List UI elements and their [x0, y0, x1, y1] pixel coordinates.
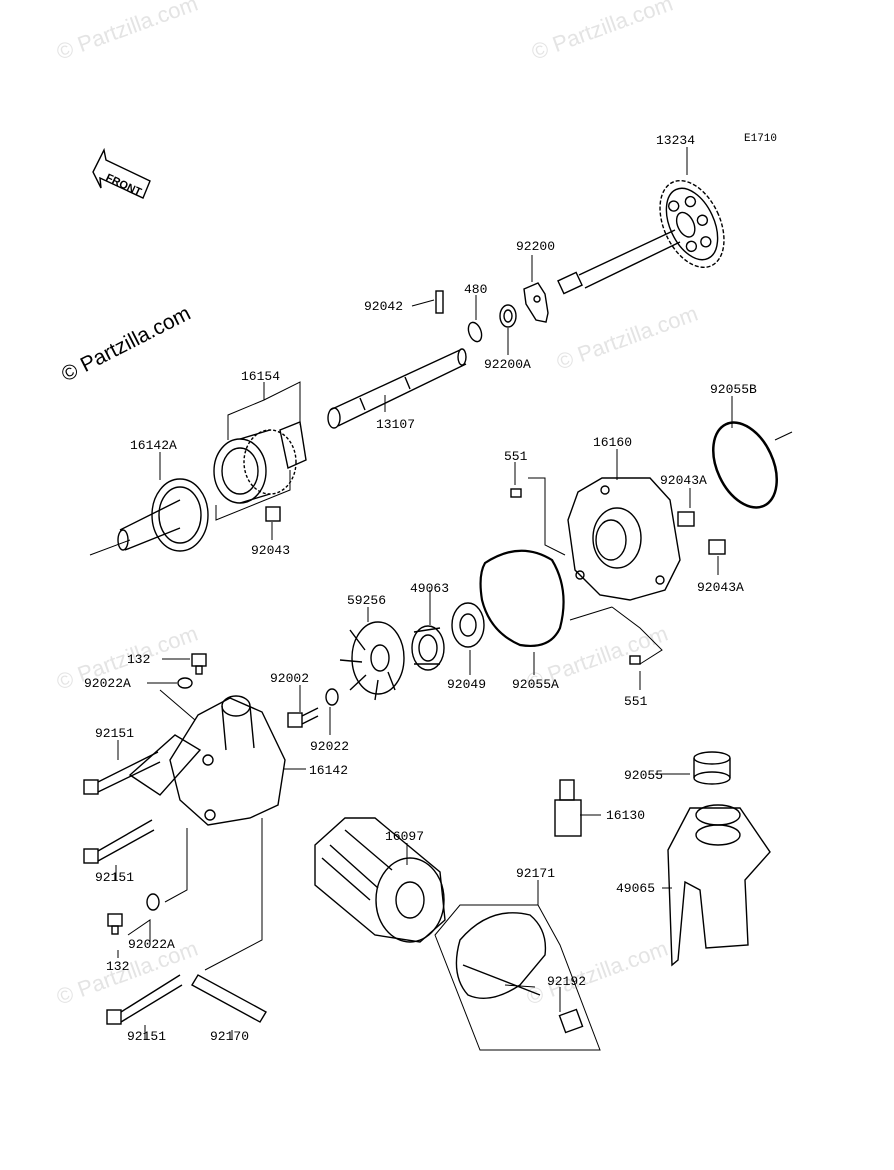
label-551-lower: 551 [624, 694, 648, 709]
label-92055: 92055 [624, 768, 663, 783]
label-551-upper: 551 [504, 449, 528, 464]
bolt-132-upper [191, 653, 207, 675]
pin-551a [510, 488, 522, 498]
label-16097: 16097 [385, 829, 424, 844]
pump-shaft [327, 348, 467, 429]
dowel-92043A-lower [708, 539, 726, 555]
watermark: © Partzilla.com [553, 301, 701, 375]
washer-92200A [499, 304, 517, 328]
washer-92022A-upper [177, 677, 193, 689]
label-92055B: 92055B [710, 382, 757, 397]
watermark: © Partzilla.com [53, 0, 201, 65]
circlip [467, 321, 483, 343]
label-132-lower: 132 [106, 959, 129, 974]
label-92043A-lower: 92043A [697, 580, 744, 595]
label-16154: 16154 [241, 369, 280, 384]
label-480: 480 [464, 282, 487, 297]
label-92055A: 92055A [512, 677, 559, 692]
gasket-92055A [479, 549, 565, 647]
label-92049: 92049 [447, 677, 486, 692]
label-49063: 49063 [410, 581, 449, 596]
label-92022A-upper: 92022A [84, 676, 131, 691]
fitting-16130 [554, 779, 582, 837]
label-132-upper: 132 [127, 652, 150, 667]
pump-body [567, 477, 681, 601]
part-labels: 13234 92200 92042 480 92200A 16154 13107… [84, 133, 757, 1044]
label-13107: 13107 [376, 417, 415, 432]
front-label: FRONT [104, 172, 144, 199]
label-92043: 92043 [251, 543, 290, 558]
watermark: © Partzilla.com [528, 0, 676, 65]
mechanical-seal [411, 625, 445, 671]
label-92151-upper: 92151 [95, 726, 134, 741]
bolt-92151-lower [106, 974, 183, 1025]
pin-92042 [435, 290, 444, 314]
pump-cover [89, 478, 209, 556]
label-92200: 92200 [516, 239, 555, 254]
label-16160: 16160 [593, 435, 632, 450]
label-92022: 92022 [310, 739, 349, 754]
bolt-132-lower [107, 913, 123, 935]
o-ring-92055B [712, 421, 778, 509]
leader-lines [115, 147, 733, 1051]
pin-551b [629, 655, 641, 665]
label-92200A: 92200A [484, 357, 531, 372]
band-92171 [455, 912, 547, 999]
oil-filter [314, 817, 446, 943]
label-92151-middle: 92151 [95, 870, 134, 885]
oil-pump-gear [557, 179, 725, 295]
copyright-text: © Partzilla.com [58, 302, 195, 387]
label-16130: 16130 [606, 808, 645, 823]
front-arrow-icon: FRONT [92, 147, 151, 199]
water-pump-cover [128, 695, 286, 826]
washer-92022 [325, 688, 339, 706]
oil-seal [451, 602, 485, 648]
label-16142: 16142 [309, 763, 348, 778]
label-92170: 92170 [210, 1029, 249, 1044]
label-13234: 13234 [656, 133, 695, 148]
label-16142A: 16142A [130, 438, 177, 453]
label-59256: 59256 [347, 593, 386, 608]
label-92002: 92002 [270, 671, 309, 686]
label-92042: 92042 [364, 299, 403, 314]
rotor-assembly [213, 421, 307, 504]
washer-92022A-lower [146, 893, 160, 911]
label-92022A-lower: 92022A [128, 937, 175, 952]
label-92171: 92171 [516, 866, 555, 881]
impeller [339, 621, 405, 701]
pump-plate [523, 282, 549, 323]
bolt-92151-middle [83, 819, 155, 864]
cap-92055 [693, 751, 731, 785]
filter-element-49065 [667, 804, 771, 967]
label-92192: 92192 [547, 974, 586, 989]
sleeve-92192 [558, 1008, 584, 1034]
label-49065: 49065 [616, 881, 655, 896]
watermarks: © Partzilla.com © Partzilla.com © Partzi… [53, 0, 701, 1010]
dowel-92043 [265, 506, 281, 522]
dowel-92043A-upper [677, 511, 695, 527]
bracket-92170 [191, 974, 267, 1023]
label-92043A-upper: 92043A [660, 473, 707, 488]
bolt-92002 [287, 707, 319, 728]
label-92151-lower: 92151 [127, 1029, 166, 1044]
bolt-92151-upper [83, 751, 161, 795]
diagram-code: E1710 [744, 133, 777, 145]
